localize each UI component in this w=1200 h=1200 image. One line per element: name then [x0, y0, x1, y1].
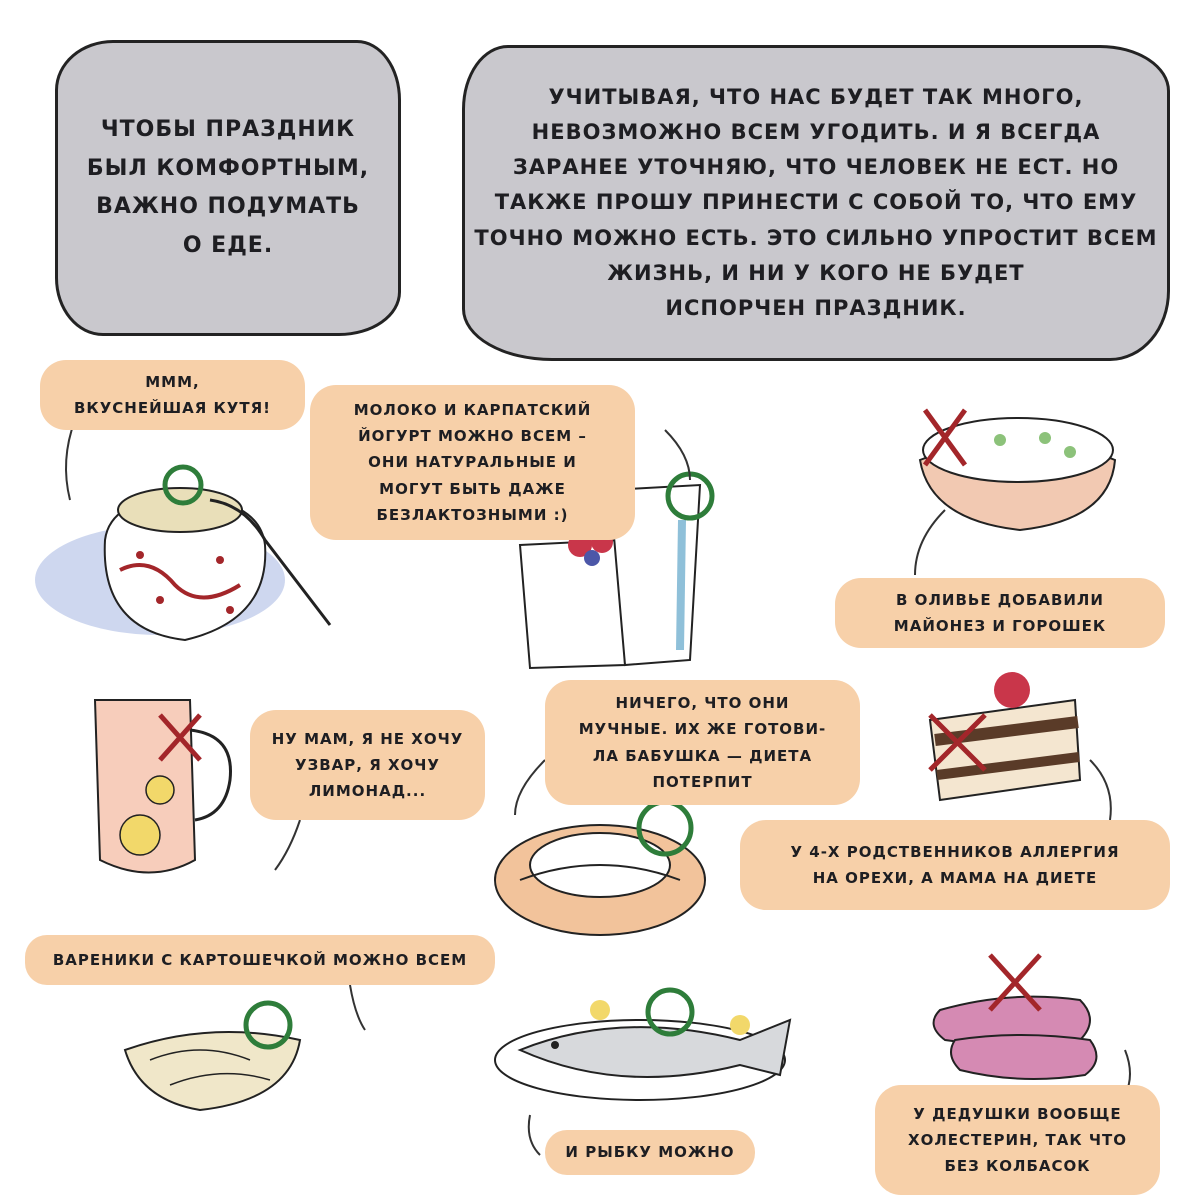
caption-uzvar: Ну мам, я не хочу узвар, я хочу лимонад.…: [250, 710, 485, 820]
olivier-bowl-icon: [918, 408, 1117, 532]
caption-fish: И рыбку можно: [545, 1130, 755, 1175]
caption-uzvar-text: Ну мам, я не хочу узвар, я хочу лимонад.…: [271, 729, 464, 801]
caption-cake-text: У 4-х родственников аллергия на орехи, а…: [790, 842, 1120, 887]
caption-vareniki-text: Вареники с картошечкой можно всем: [52, 950, 468, 969]
vareniki-plate-icon: [123, 1000, 302, 1112]
kutya-bowl-icon: [35, 464, 332, 642]
caption-sausage: У дедушки вообще холестерин, так что без…: [875, 1085, 1160, 1195]
sausages-icon: [932, 953, 1098, 1080]
caption-milk: Молоко и карпатский йогурт можно всем – …: [310, 385, 635, 540]
caption-milk-text: Молоко и карпатский йогурт можно всем – …: [353, 400, 592, 524]
caption-fish-text: И рыбку можно: [565, 1143, 735, 1162]
caption-kutya-text: ммм, вкуснейшая кутя!: [74, 372, 271, 417]
caption-vareniki: Вареники с картошечкой можно всем: [25, 935, 495, 985]
caption-sausage-text: У дедушки вообще холестерин, так что без…: [908, 1104, 1127, 1176]
caption-olivier: В оливье добавили майонез и горошек: [835, 578, 1165, 648]
intro-text-left: Чтобы праздник был комфортным, важно под…: [86, 117, 370, 258]
caption-olivier-text: В оливье добавили майонез и горошек: [893, 590, 1107, 635]
cake-slice-icon: [928, 672, 1082, 802]
intro-bubble-left: Чтобы праздник был комфортным, важно под…: [55, 40, 401, 336]
pastry-bread-icon: [494, 799, 706, 936]
intro-text-right: Учитывая, что нас будет ТАК много, невоз…: [474, 84, 1158, 321]
caption-cake: У 4-х родственников аллергия на орехи, а…: [740, 820, 1170, 910]
caption-pastry-text: Ничего, что они мучные. Их же готови- ла…: [578, 694, 827, 791]
caption-pastry: Ничего, что они мучные. Их же готови- ла…: [545, 680, 860, 805]
intro-bubble-right: Учитывая, что нас будет ТАК много, невоз…: [462, 45, 1170, 361]
uzvar-jug-icon: [93, 699, 232, 874]
fish-plate-icon: [494, 987, 792, 1101]
caption-kutya: ммм, вкуснейшая кутя!: [40, 360, 305, 430]
